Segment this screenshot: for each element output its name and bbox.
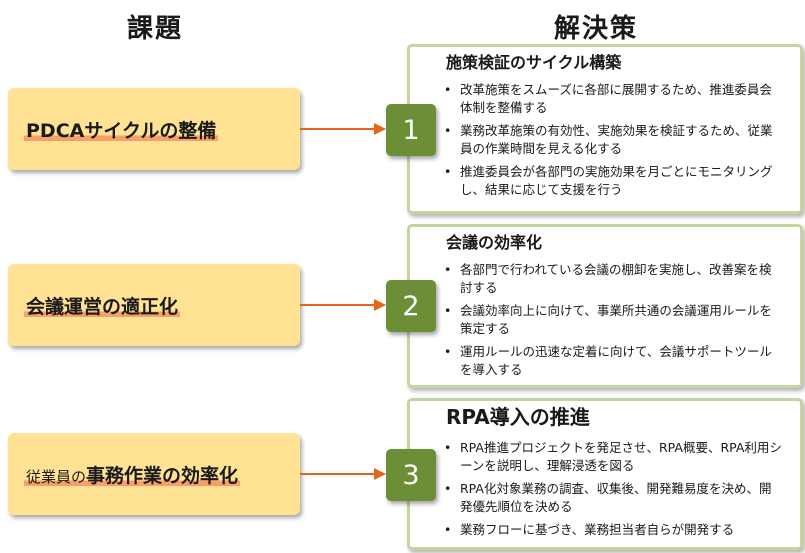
solution-box-2: 会議の効率化 •各部門で行われている会議の棚卸を実施し、改善案を検討する •会議… xyxy=(407,224,803,388)
issue-box-2: 会議運営の適正化 xyxy=(8,264,300,346)
solution-box-1: 施策検証のサイクル構築 •改革施策をスムーズに各部に展開するため、推進委員会体制… xyxy=(407,44,803,214)
solution-list-2: •各部門で行われている会議の棚卸を実施し、改善案を検討する •会議効率向上に向け… xyxy=(442,261,782,384)
issue-text-1: PDCAサイクルの整備 xyxy=(26,119,217,142)
list-item: •運用ルールの迅速な定着に向けて、会議サポートツールを導入する xyxy=(444,344,772,377)
solutions-header: 解決策 xyxy=(553,14,638,44)
list-item: •RPA化対象業務の調査、収集後、開発難易度を決め、開発優先順位を決める xyxy=(444,481,772,514)
solution-box-3: RPA導入の推進 •RPA推進プロジェクトを発足させ、RPA概要、RPA利用シー… xyxy=(407,398,803,550)
step-number-1: 1 xyxy=(386,104,436,156)
list-item: •改革施策をスムーズに各部に展開するため、推進委員会体制を整備する xyxy=(444,82,772,115)
issue-label-1: PDCAサイクルの整備 xyxy=(24,115,219,143)
arrow-head-3 xyxy=(374,468,386,480)
arrow-head-1 xyxy=(374,123,386,135)
list-item: •RPA推進プロジェクトを発足させ、RPA概要、RPA利用シーンを説明し、理解浸… xyxy=(444,440,782,473)
issue-label-2: 会議運営の適正化 xyxy=(24,291,181,319)
arrow-3 xyxy=(300,473,378,475)
arrow-2 xyxy=(300,304,378,306)
issue-text-2: 会議運営の適正化 xyxy=(26,295,179,318)
solution-title-1: 施策検証のサイクル構築 xyxy=(446,53,622,72)
list-item: •業務フローに基づき、業務担当者自らが開発する xyxy=(444,522,735,537)
issue-text-3: 事務作業の効率化 xyxy=(86,464,239,487)
list-item: •各部門で行われている会議の棚卸を実施し、改善案を検討する xyxy=(444,262,772,295)
issue-prefix-3: 従業員の xyxy=(26,467,87,486)
issue-box-1: PDCAサイクルの整備 xyxy=(8,88,300,170)
issue-box-3: 従業員の事務作業の効率化 xyxy=(8,433,300,515)
step-number-3: 3 xyxy=(386,449,436,501)
solution-list-3: •RPA推進プロジェクトを発足させ、RPA概要、RPA利用シーンを説明し、理解浸… xyxy=(442,439,782,544)
arrow-head-2 xyxy=(374,299,386,311)
issues-header: 課題 xyxy=(126,14,183,44)
solution-list-1: •改革施策をスムーズに各部に展開するため、推進委員会体制を整備する •業務改革施… xyxy=(442,81,782,204)
step-number-2: 2 xyxy=(386,280,436,332)
solution-title-2: 会議の効率化 xyxy=(446,233,543,252)
arrow-1 xyxy=(300,128,378,130)
list-item: •会議効率向上に向けて、事業所共通の会議運用ルールを策定する xyxy=(444,303,772,336)
list-item: •業務改革施策の有効性、実施効果を検証するため、従業員の作業時間を見える化する xyxy=(444,123,773,156)
solution-title-3: RPA導入の推進 xyxy=(446,405,590,429)
list-item: •推進委員会が各部門の実施効果を月ごとにモニタリングし、結果に応じて支援を行う xyxy=(444,164,773,197)
issue-label-3: 従業員の事務作業の効率化 xyxy=(24,460,241,488)
